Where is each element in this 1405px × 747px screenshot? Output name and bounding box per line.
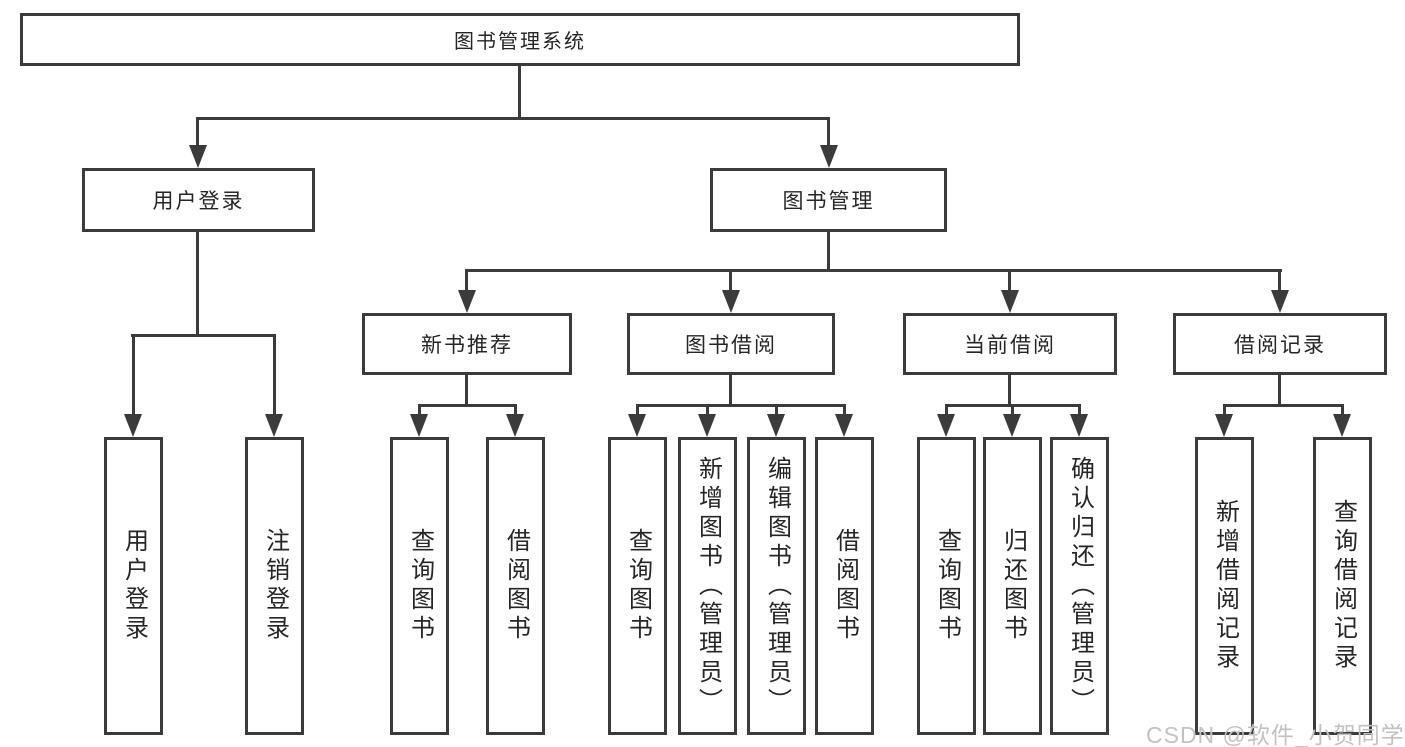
watermark: CSDN @软件_小贺同学	[1146, 722, 1405, 747]
connector	[729, 375, 732, 407]
node-label: 确认归还（管理员）	[1066, 455, 1094, 717]
node-label: 借阅记录	[1234, 334, 1326, 357]
node-label: 查询借阅记录	[1329, 499, 1357, 673]
connector	[465, 269, 468, 293]
node-query-books-3: 查询图书	[917, 437, 976, 735]
connector	[1223, 404, 1226, 417]
arrowhead-down-icon	[698, 414, 716, 437]
connector	[843, 404, 846, 417]
arrowhead-down-icon	[1215, 414, 1233, 437]
node-label: 用户登录	[152, 190, 245, 213]
connector	[1008, 375, 1011, 407]
connector	[1341, 404, 1344, 417]
arrowhead-down-icon	[1001, 290, 1019, 313]
connector	[636, 404, 846, 407]
connector	[196, 117, 830, 120]
node-label: 归还图书	[999, 528, 1027, 644]
connector	[729, 269, 732, 293]
arrowhead-down-icon	[722, 290, 740, 313]
node-label: 注销登录	[261, 528, 289, 644]
node-label: 编辑图书（管理员）	[763, 455, 791, 717]
node-label: 图书借阅	[685, 334, 777, 357]
node-borrowing-records: 借阅记录	[1173, 313, 1387, 375]
node-user-login-leaf: 用户登录	[104, 437, 163, 735]
connector	[131, 334, 276, 337]
arrowhead-down-icon	[265, 414, 283, 437]
connector	[518, 66, 521, 120]
connector	[514, 404, 517, 417]
arrowhead-down-icon	[458, 290, 476, 313]
connector	[1011, 404, 1014, 417]
connector	[1223, 404, 1344, 407]
node-label: 借阅图书	[502, 528, 530, 644]
arrowhead-down-icon	[937, 414, 955, 437]
connector	[827, 117, 830, 148]
arrowhead-down-icon	[410, 414, 428, 437]
node-new-book-recommendation: 新书推荐	[362, 313, 572, 375]
connector	[775, 404, 778, 417]
connector	[945, 404, 948, 417]
node-borrow-books-2: 借阅图书	[815, 437, 874, 735]
node-query-borrow-record: 查询借阅记录	[1313, 437, 1372, 735]
connector	[418, 404, 517, 407]
connector	[1278, 375, 1281, 407]
arrowhead-down-icon	[820, 145, 838, 168]
node-return-books: 归还图书	[983, 437, 1042, 735]
connector	[132, 334, 135, 416]
arrowhead-down-icon	[1070, 414, 1088, 437]
node-library-management-system: 图书管理系统	[20, 13, 1020, 66]
node-current-borrowing: 当前借阅	[903, 313, 1117, 375]
arrowhead-down-icon	[628, 414, 646, 437]
arrowhead-down-icon	[1003, 414, 1021, 437]
connector	[196, 117, 199, 148]
connector	[465, 269, 1282, 272]
node-book-borrowing: 图书借阅	[627, 313, 835, 375]
node-label: 图书管理	[782, 190, 875, 213]
node-label: 查询图书	[933, 528, 961, 644]
node-label: 新增借阅记录	[1211, 499, 1239, 673]
connector	[1078, 404, 1081, 417]
node-add-books-admin: 新增图书（管理员）	[678, 437, 737, 735]
node-label: 用户登录	[120, 528, 148, 644]
node-logout: 注销登录	[245, 437, 304, 735]
node-edit-books-admin: 编辑图书（管理员）	[747, 437, 806, 735]
arrowhead-down-icon	[835, 414, 853, 437]
node-label: 新书推荐	[421, 334, 513, 357]
connector	[636, 404, 639, 417]
node-query-books-1: 查询图书	[390, 437, 449, 735]
node-book-management: 图书管理	[710, 168, 947, 232]
node-add-borrow-record: 新增借阅记录	[1195, 437, 1254, 735]
node-label: 查询图书	[406, 528, 434, 644]
node-label: 查询图书	[624, 528, 652, 644]
connector	[196, 232, 199, 336]
connector	[1278, 269, 1281, 293]
node-label: 当前借阅	[964, 334, 1056, 357]
node-confirm-return-admin: 确认归还（管理员）	[1050, 437, 1109, 735]
connector	[706, 404, 709, 417]
node-borrow-books-1: 借阅图书	[486, 437, 545, 735]
connector	[465, 375, 468, 407]
arrowhead-down-icon	[506, 414, 524, 437]
node-user-login: 用户登录	[82, 168, 315, 232]
arrowhead-down-icon	[1333, 414, 1351, 437]
arrowhead-down-icon	[124, 414, 142, 437]
connector	[418, 404, 421, 417]
connector	[827, 232, 830, 272]
node-query-books-2: 查询图书	[608, 437, 667, 735]
node-label: 图书管理系统	[454, 31, 586, 53]
node-label: 借阅图书	[831, 528, 859, 644]
arrowhead-down-icon	[767, 414, 785, 437]
connector	[1008, 269, 1011, 293]
arrowhead-down-icon	[1271, 290, 1289, 313]
node-label: 新增图书（管理员）	[694, 455, 722, 717]
arrowhead-down-icon	[189, 145, 207, 168]
connector	[273, 334, 276, 416]
